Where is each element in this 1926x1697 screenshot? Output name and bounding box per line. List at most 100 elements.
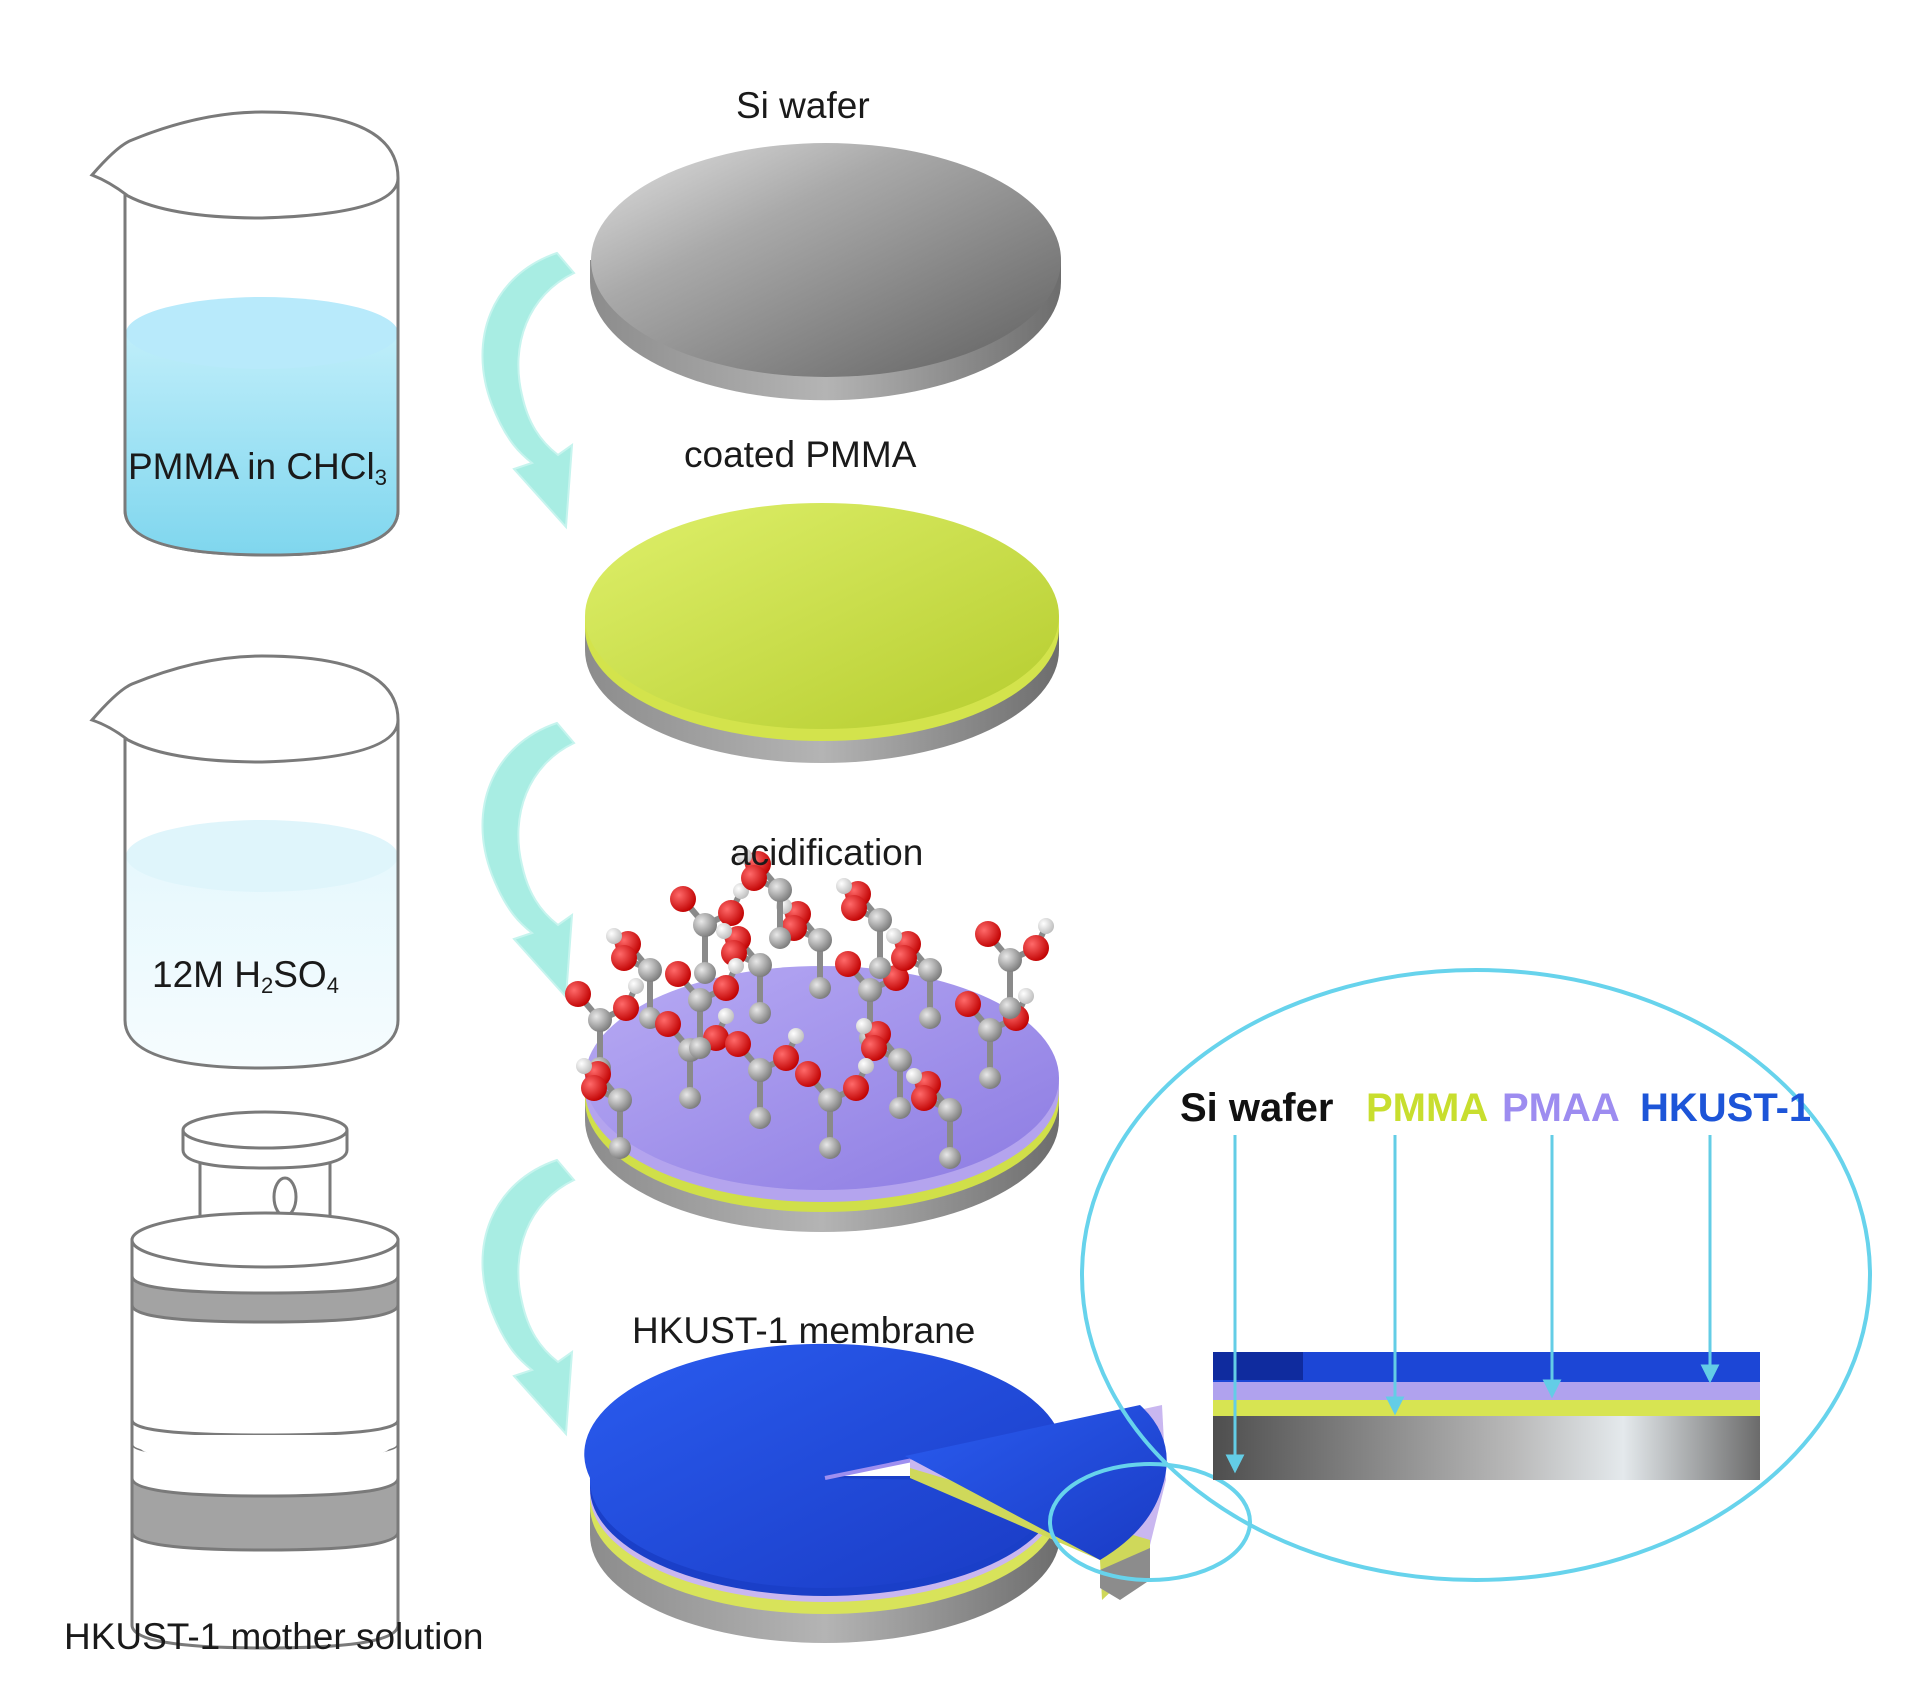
molecule-carbon-atom xyxy=(689,1037,711,1059)
molecule-carbon-atom xyxy=(588,1008,612,1032)
zoom-label-si-wafer: Si wafer xyxy=(1180,1086,1334,1130)
molecule-carbon-atom xyxy=(609,1137,631,1159)
molecule-carbon-atom xyxy=(889,1097,911,1119)
molecule-carbon-atom xyxy=(749,1002,771,1024)
molecule-carbon-atom xyxy=(768,878,792,902)
molecule-hydrogen-atom xyxy=(1038,918,1054,934)
molecule-carbon-atom xyxy=(819,1137,841,1159)
process-arrows xyxy=(481,252,575,1435)
label-hkust-membrane: HKUST-1 membrane xyxy=(632,1310,976,1351)
hkust-membrane-disk xyxy=(584,1343,1064,1643)
molecule-hydrogen-atom xyxy=(836,878,852,894)
molecule-oxygen-atom xyxy=(955,991,981,1017)
layer-pointers xyxy=(1225,1135,1720,1474)
arrow-step-3 xyxy=(481,1159,575,1435)
zoom-label-pmaa: PMAA xyxy=(1502,1086,1620,1130)
beaker-acid xyxy=(89,654,400,1070)
hkust-membrane-wedge xyxy=(905,1405,1167,1600)
molecule-hydrogen-atom xyxy=(606,928,622,944)
molecule-carbon-atom xyxy=(693,913,717,937)
pointer-arrowhead-pmaa xyxy=(1542,1379,1562,1399)
pmaa-molecule-chains xyxy=(565,848,1054,1169)
molecule-oxygen-atom xyxy=(741,865,767,891)
molecule-oxygen-atom xyxy=(613,995,639,1021)
molecule-oxygen-atom xyxy=(773,1045,799,1071)
molecule-oxygen-atom xyxy=(655,1011,681,1037)
molecule-oxygen-atom xyxy=(975,921,1001,947)
molecule-oxygen-atom xyxy=(670,886,696,912)
molecule-oxygen-atom xyxy=(841,895,867,921)
molecule-oxygen-atom xyxy=(713,975,739,1001)
molecule-oxygen-atom xyxy=(665,961,691,987)
zoom-callout-origin xyxy=(1048,1462,1252,1582)
molecule-carbon-atom xyxy=(638,958,662,982)
molecule-oxygen-atom xyxy=(911,1085,937,1111)
molecule-hydrogen-atom xyxy=(886,928,902,944)
molecule-carbon-atom xyxy=(688,988,712,1012)
molecule-carbon-atom xyxy=(858,978,882,1002)
molecule-hydrogen-atom xyxy=(858,1058,874,1074)
molecule-carbon-atom xyxy=(999,997,1021,1019)
label-autoclave: HKUST-1 mother solution xyxy=(64,1616,484,1657)
layer-cross-section xyxy=(1213,1352,1760,1480)
molecule-hydrogen-atom xyxy=(628,978,644,994)
molecule-oxygen-atom xyxy=(718,900,744,926)
molecule-hydrogen-atom xyxy=(718,1008,734,1024)
molecule-carbon-atom xyxy=(918,958,942,982)
molecule-carbon-atom xyxy=(869,957,891,979)
pmma-coated-disk xyxy=(585,503,1059,763)
molecule-carbon-atom xyxy=(808,928,832,952)
label-coated-pmma: coated PMMA xyxy=(684,434,917,475)
label-pmma-beaker: PMMA in CHCl3 xyxy=(128,446,387,490)
molecule-hydrogen-atom xyxy=(1018,988,1034,1004)
zoom-callout xyxy=(1048,968,1872,1582)
molecule-carbon-atom xyxy=(748,953,772,977)
molecule-carbon-atom xyxy=(888,1048,912,1072)
molecule-carbon-atom xyxy=(749,1107,771,1129)
molecule-carbon-atom xyxy=(919,1007,941,1029)
molecule-hydrogen-atom xyxy=(716,923,732,939)
molecule-carbon-atom xyxy=(748,1058,772,1082)
arrow-step-2 xyxy=(481,722,575,998)
molecule-oxygen-atom xyxy=(725,1031,751,1057)
zoom-callout-lens xyxy=(1080,968,1872,1582)
arrow-step-1 xyxy=(481,252,575,528)
molecule-hydrogen-atom xyxy=(788,1028,804,1044)
molecule-carbon-atom xyxy=(809,977,831,999)
si-wafer-disk xyxy=(590,143,1061,401)
zoom-label-hkust: HKUST-1 xyxy=(1640,1086,1812,1130)
molecule-oxygen-atom xyxy=(581,1075,607,1101)
molecule-hydrogen-atom xyxy=(736,848,752,864)
pointer-arrowhead-si xyxy=(1225,1454,1245,1474)
label-si-wafer: Si wafer xyxy=(736,85,870,126)
molecule-oxygen-atom xyxy=(611,945,637,971)
molecule-carbon-atom xyxy=(694,962,716,984)
molecule-hydrogen-atom xyxy=(728,958,744,974)
molecule-oxygen-atom xyxy=(891,945,917,971)
molecule-carbon-atom xyxy=(679,1087,701,1109)
autoclave xyxy=(130,1110,400,1650)
molecule-hydrogen-atom xyxy=(576,1058,592,1074)
molecule-carbon-atom xyxy=(998,948,1022,972)
molecule-oxygen-atom xyxy=(1023,935,1049,961)
label-acid-beaker: 12M H2SO4 xyxy=(152,954,339,998)
molecule-oxygen-atom xyxy=(795,1061,821,1087)
molecule-oxygen-atom xyxy=(565,981,591,1007)
molecule-carbon-atom xyxy=(818,1088,842,1112)
molecule-carbon-atom xyxy=(939,1147,961,1169)
beaker-pmma xyxy=(89,110,400,557)
molecule-carbon-atom xyxy=(938,1098,962,1122)
pointer-arrowhead-pmma xyxy=(1385,1396,1405,1416)
molecule-oxygen-atom xyxy=(843,1075,869,1101)
molecule-hydrogen-atom xyxy=(906,1068,922,1084)
molecule-carbon-atom xyxy=(868,908,892,932)
molecule-oxygen-atom xyxy=(835,951,861,977)
molecule-carbon-atom xyxy=(979,1067,1001,1089)
molecule-hydrogen-atom xyxy=(856,1018,872,1034)
molecule-carbon-atom xyxy=(978,1018,1002,1042)
label-acidification: acidification xyxy=(730,832,924,873)
molecule-carbon-atom xyxy=(769,927,791,949)
pointer-arrowhead-hkust xyxy=(1700,1364,1720,1384)
molecule-oxygen-atom xyxy=(861,1035,887,1061)
